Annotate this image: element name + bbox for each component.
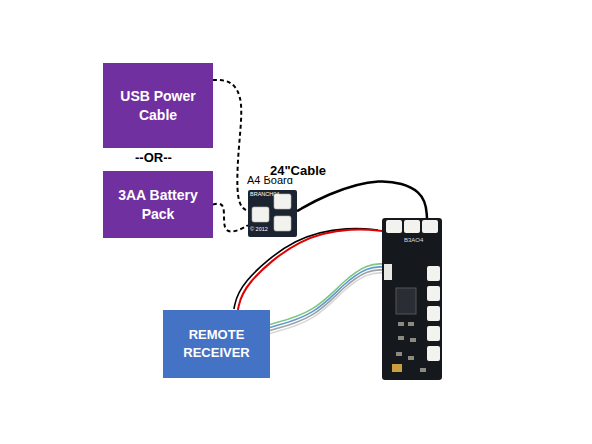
connector-socket xyxy=(427,266,440,281)
connector-socket xyxy=(404,220,420,233)
pcb xyxy=(382,218,442,380)
box-label: 3AA Battery Pack xyxy=(109,186,207,224)
cable-label: 24"Cable xyxy=(268,163,328,178)
cable xyxy=(238,229,382,310)
silkscreen-text: © 2012 xyxy=(250,227,268,233)
box-label: USB Power Cable xyxy=(109,87,207,125)
smd-part xyxy=(392,364,402,372)
connector-socket xyxy=(427,306,440,321)
smd-part xyxy=(408,322,414,326)
smd-part xyxy=(398,336,404,340)
power-lead xyxy=(213,80,248,211)
smd-part xyxy=(410,338,416,342)
silkscreen-text: B3AO4 xyxy=(404,237,423,243)
power-source-box: USB Power Cable xyxy=(103,63,213,148)
cable xyxy=(297,181,427,218)
receiver-box: REMOTE RECEIVER xyxy=(163,310,270,378)
connector-socket xyxy=(427,346,440,361)
controller-board: B3AO4 xyxy=(382,218,442,380)
connector-socket xyxy=(252,207,269,222)
a4-board: A4 BoardBRANCH04© 2012 xyxy=(248,190,297,237)
or-label: --OR-- xyxy=(135,150,172,165)
power-lead xyxy=(213,204,248,232)
chip xyxy=(396,288,416,314)
smd-part xyxy=(408,356,414,360)
connector-socket xyxy=(427,326,440,341)
silkscreen-text: BRANCH04 xyxy=(250,192,279,198)
power-source-box: 3AA Battery Pack xyxy=(103,171,213,238)
connector-socket xyxy=(422,220,438,233)
input-socket xyxy=(384,264,392,280)
connector-socket xyxy=(386,220,402,233)
connector-socket xyxy=(427,286,440,301)
box-label: REMOTE RECEIVER xyxy=(169,326,264,361)
smd-part xyxy=(396,352,402,356)
smd-part xyxy=(398,322,404,326)
cable xyxy=(270,270,382,331)
smd-part xyxy=(420,368,426,372)
connector-socket xyxy=(274,216,291,231)
wire-strand xyxy=(270,273,382,334)
